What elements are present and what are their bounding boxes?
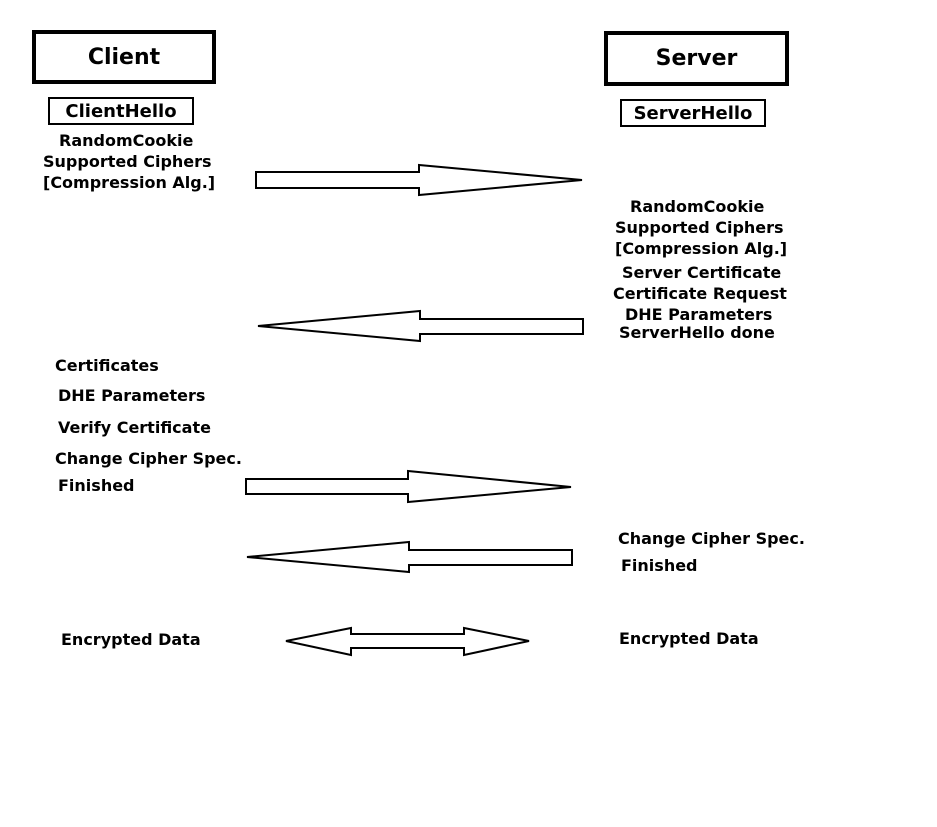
server-hello-field: ServerHello done	[619, 323, 775, 342]
server-hello-field: RandomCookie	[630, 197, 765, 216]
client-title: Client	[87, 44, 161, 70]
client-hello-label: ClientHello	[65, 100, 177, 122]
client-key-exchange-item: Finished	[58, 476, 135, 495]
client-hello-field: Supported Ciphers	[43, 152, 212, 171]
client-key-exchange-item: Change Cipher Spec.	[55, 449, 242, 468]
server-hello-label: ServerHello	[633, 102, 753, 124]
server-finish-item: Change Cipher Spec.	[618, 529, 805, 548]
client-key-exchange-item: Verify Certificate	[58, 418, 211, 437]
client-hello-box: ClientHello	[48, 97, 194, 125]
server-hello-box: ServerHello	[620, 99, 766, 127]
client-hello-arrow	[255, 163, 583, 197]
server-hello-field: Certificate Request	[613, 284, 787, 303]
client-box: Client	[32, 30, 216, 84]
server-encrypted-data: Encrypted Data	[619, 629, 759, 648]
client-encrypted-data: Encrypted Data	[61, 630, 201, 649]
server-hello-field: Server Certificate	[622, 263, 782, 282]
client-key-exchange-item: DHE Parameters	[58, 386, 206, 405]
server-hello-field: [Compression Alg.]	[615, 239, 788, 258]
client-key-exchange-item: Certificates	[55, 356, 159, 375]
encrypted-data-arrow	[285, 626, 530, 657]
server-hello-field: DHE Parameters	[625, 305, 773, 324]
server-box: Server	[604, 31, 789, 86]
server-hello-arrow	[257, 309, 584, 343]
client-hello-field: RandomCookie	[59, 131, 194, 150]
server-finished-arrow	[246, 540, 573, 574]
server-title: Server	[655, 46, 738, 71]
server-finish-item: Finished	[621, 556, 698, 575]
client-hello-field: [Compression Alg.]	[43, 173, 216, 192]
client-finished-arrow	[245, 469, 572, 504]
server-hello-field: Supported Ciphers	[615, 218, 784, 237]
